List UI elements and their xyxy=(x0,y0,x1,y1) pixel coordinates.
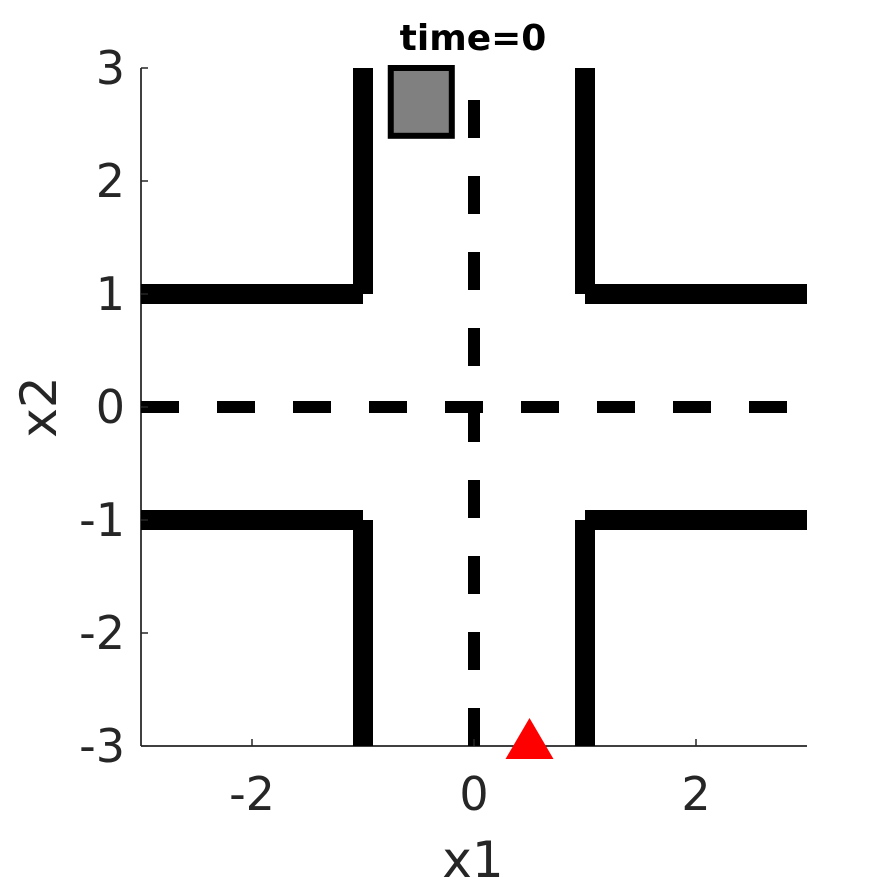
y-tick-label: 1 xyxy=(96,267,125,321)
y-tick-label: 0 xyxy=(96,380,125,434)
plot-area: -2 0 2 3 2 1 0 -1 -2 -3 xyxy=(79,41,807,821)
y-axis-label: x2 xyxy=(10,376,68,437)
chart-title: time=0 xyxy=(400,18,547,59)
x-tick-label: 0 xyxy=(459,767,488,821)
x-tick-label: -2 xyxy=(229,767,275,821)
obstacle-block xyxy=(387,65,455,139)
y-tick-label: -1 xyxy=(79,493,125,547)
y-tick-label: 3 xyxy=(96,41,125,95)
y-tick-label: -2 xyxy=(79,606,125,660)
y-tick-label: 2 xyxy=(96,154,125,208)
x-tick-label: 2 xyxy=(681,767,710,821)
agent-triangle xyxy=(505,718,554,759)
y-tick-label: -3 xyxy=(79,719,125,773)
x-axis-label: x1 xyxy=(442,831,503,889)
